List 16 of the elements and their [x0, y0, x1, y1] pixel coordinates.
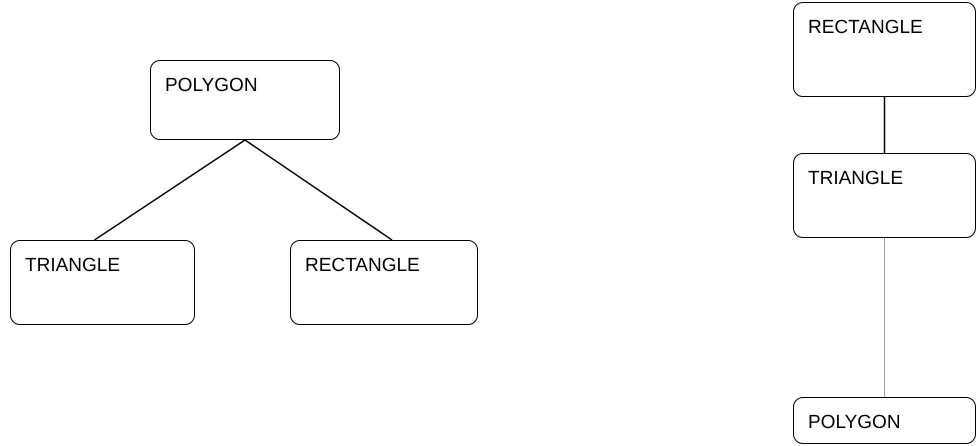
box-label: RECTANGLE — [808, 17, 923, 39]
rounded-box — [150, 60, 340, 140]
connector-line — [884, 238, 885, 398]
box-label: TRIANGLE — [808, 168, 904, 190]
box-label: POLYGON — [808, 412, 901, 434]
connector-line — [244, 139, 392, 241]
connector-line — [884, 97, 886, 153]
rounded-box — [290, 240, 478, 325]
rounded-box — [10, 240, 195, 325]
box-label: TRIANGLE — [25, 255, 120, 277]
rounded-box — [793, 153, 976, 238]
box-label: POLYGON — [165, 75, 258, 97]
rounded-box — [793, 2, 976, 97]
rounded-box — [793, 397, 976, 444]
box-label: RECTANGLE — [305, 255, 420, 277]
connector-line — [94, 139, 246, 241]
